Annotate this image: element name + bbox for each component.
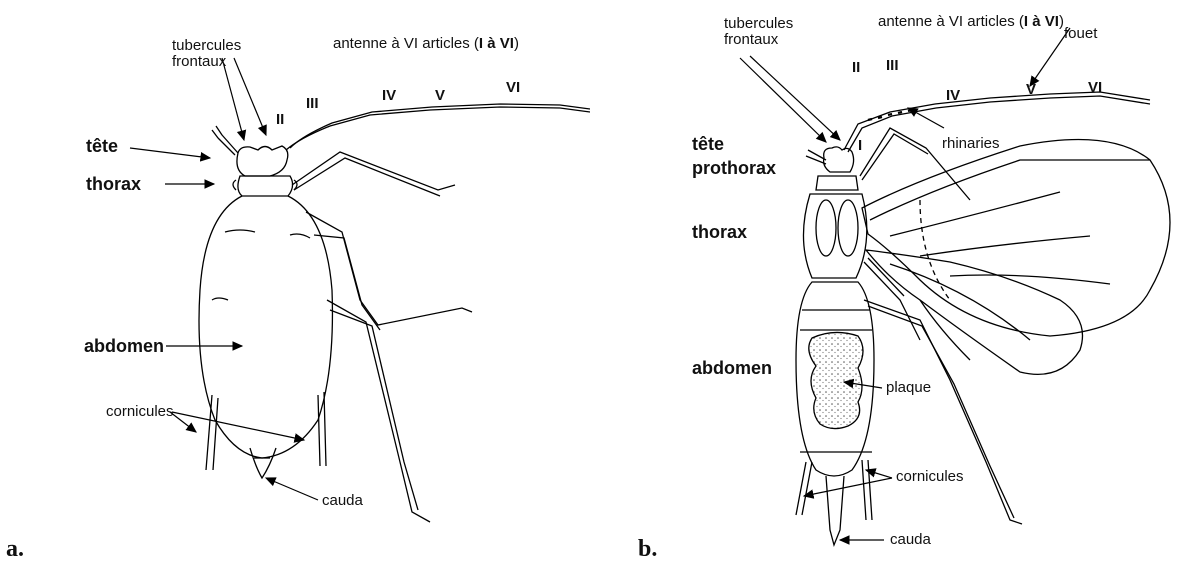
label-cornicules: cornicules: [896, 469, 964, 485]
label-segment-II: II: [276, 112, 284, 128]
antenna-title-prefix: antenne à VI articles (: [333, 35, 479, 52]
label-segment-IV: IV: [382, 88, 396, 104]
label-segment-III: III: [886, 58, 899, 74]
caption-a: a.: [6, 536, 24, 563]
leg-a-1: [292, 152, 455, 196]
cauda-b: [826, 476, 844, 545]
antenna-title-suffix: ): [514, 35, 519, 52]
label-antenna-title: antenne à VI articles (I à VI): [878, 14, 1064, 30]
panel-b-winged-aphid: tubercules frontaux antenne à VI article…: [590, 0, 1179, 565]
antenna-title-bold: I à VI: [479, 35, 514, 52]
label-segment-VI: VI: [1088, 80, 1102, 96]
leg-a-3: [327, 300, 430, 522]
head-a: [237, 146, 288, 176]
antenna-title-prefix: antenne à VI articles (: [878, 13, 1024, 30]
label-plaque: plaque: [886, 380, 931, 396]
forewing-b: [862, 140, 1170, 336]
label-tubercules-frontaux: tubercules frontaux: [172, 38, 241, 70]
label-antenna-title: antenne à VI articles (I à VI): [333, 36, 519, 52]
leg-b-3: [864, 300, 1022, 524]
label-segment-V: V: [435, 88, 445, 104]
label-segment-IV: IV: [946, 88, 960, 104]
label-segment-V: V: [1026, 82, 1036, 98]
panel-a-wingless-aphid: tubercules frontaux antenne à VI article…: [0, 0, 590, 565]
plaque-b: [809, 332, 863, 428]
label-tubercules-frontaux: tubercules frontaux: [724, 16, 793, 48]
label-tete: tête: [86, 136, 118, 156]
label-cauda: cauda: [322, 493, 363, 509]
label-rhinaries: rhinaries: [942, 136, 1000, 152]
label-prothorax: prothorax: [692, 158, 776, 178]
label-segment-I: I: [858, 138, 862, 154]
aphid-a-drawing: [0, 0, 590, 565]
label-thorax: thorax: [692, 222, 747, 242]
label-abdomen: abdomen: [692, 358, 772, 378]
label-cauda: cauda: [890, 532, 931, 548]
label-abdomen: abdomen: [84, 336, 164, 356]
cauda-a: [250, 448, 276, 478]
label-thorax: thorax: [86, 174, 141, 194]
label-segment-VI: VI: [506, 80, 520, 96]
abdomen-a: [199, 196, 332, 458]
thorax-a: [238, 176, 293, 196]
tubercules-line2: frontaux: [172, 54, 241, 70]
label-cornicules: cornicules: [106, 404, 174, 420]
antenna-title-bold: I à VI: [1024, 13, 1059, 30]
label-segment-II: II: [852, 60, 860, 76]
prothorax-b: [816, 176, 858, 190]
label-fouet: fouet: [1064, 26, 1097, 42]
leg-a-left: [206, 395, 218, 470]
leg-b-left: [796, 462, 812, 515]
leg-a-2: [306, 212, 472, 325]
antenna-a: [286, 107, 590, 150]
label-segment-III: III: [306, 96, 319, 112]
label-tete: tête: [692, 134, 724, 154]
tubercules-line2: frontaux: [724, 32, 793, 48]
tubercules-line1: tubercules: [172, 38, 241, 54]
caption-b: b.: [638, 536, 657, 563]
tubercules-line1: tubercules: [724, 16, 793, 32]
